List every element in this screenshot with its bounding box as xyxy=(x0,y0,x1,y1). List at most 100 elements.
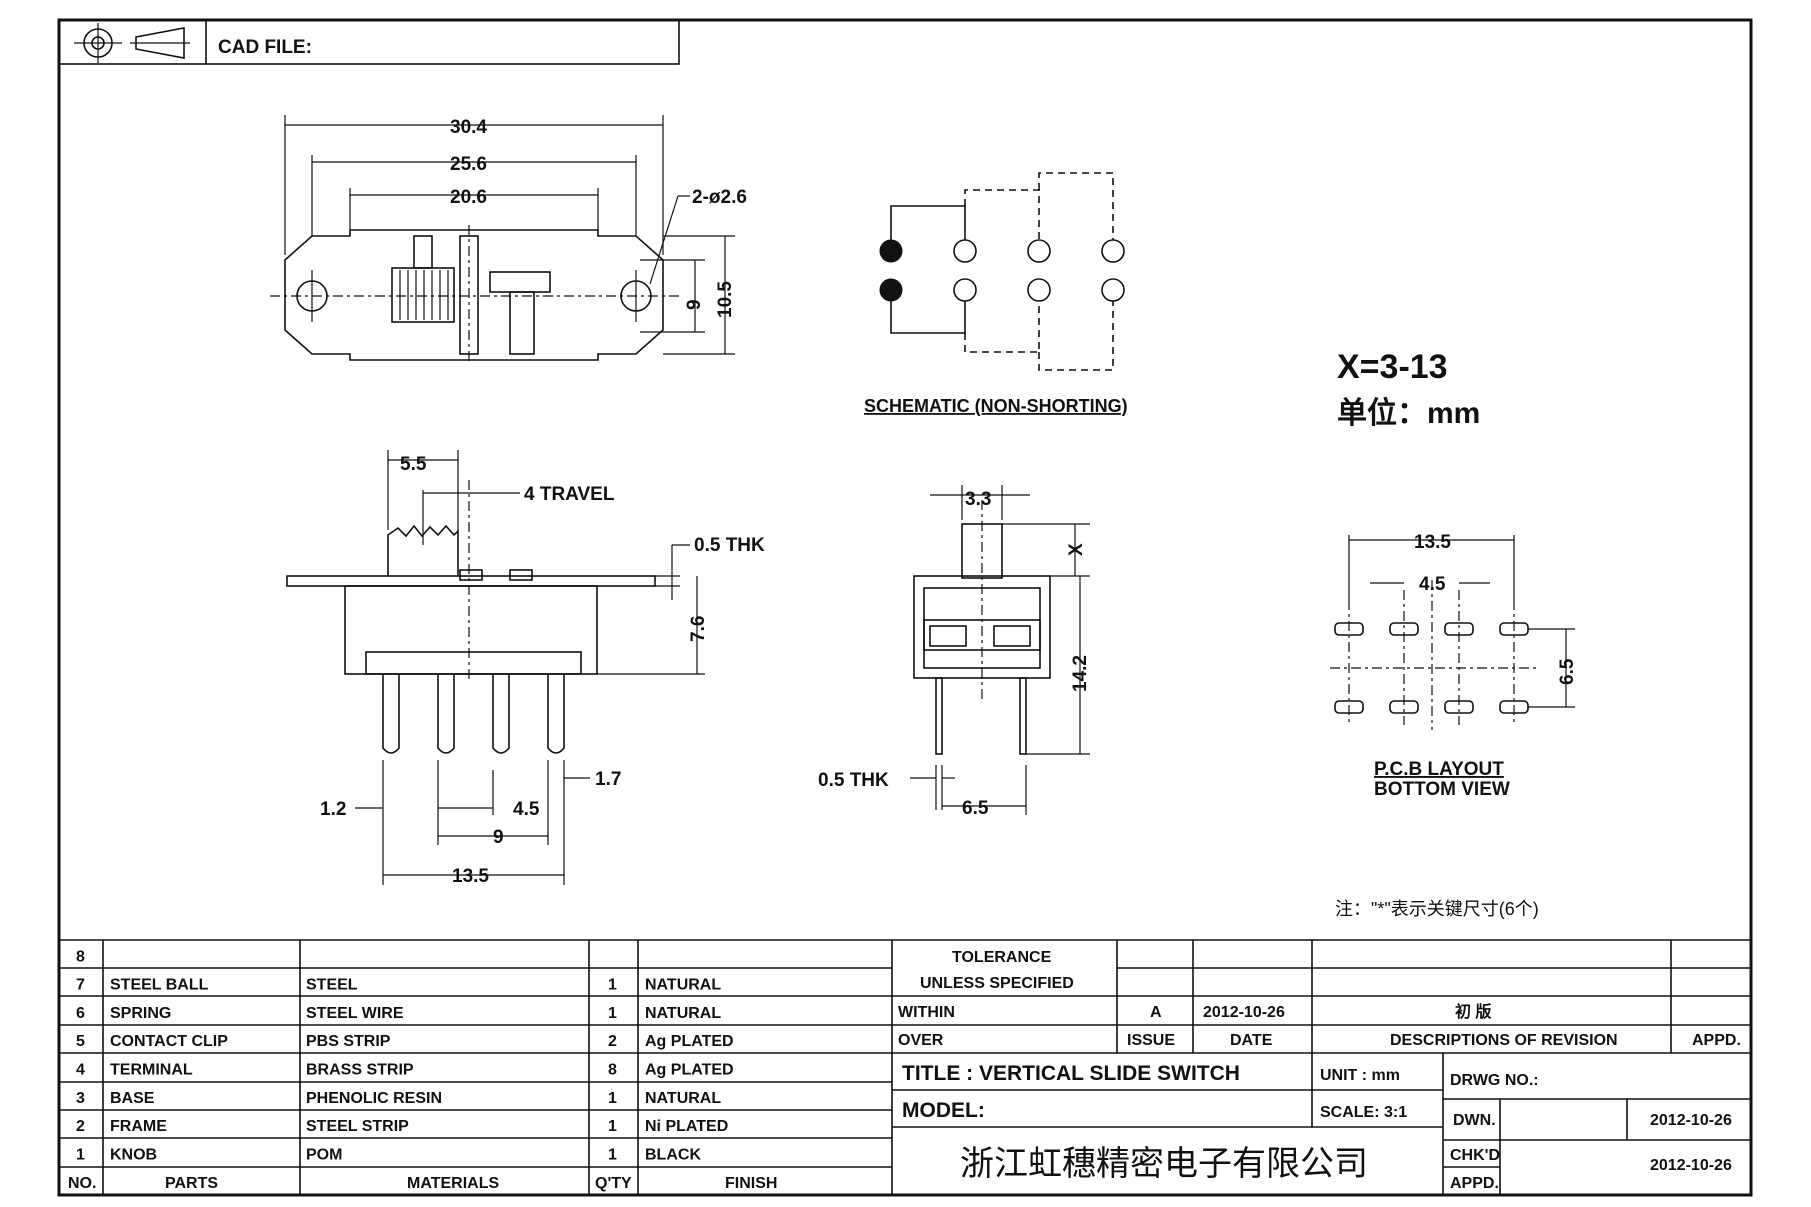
dim-20-6: 20.6 xyxy=(450,187,487,208)
row-material: PHENOLIC RESIN xyxy=(306,1090,442,1107)
within-label: WITHIN xyxy=(898,1004,955,1021)
pcb-caption-2: BOTTOM VIEW xyxy=(1374,779,1510,800)
cad-header: CAD FILE: xyxy=(58,19,680,65)
schematic: SCHEMATIC (NON-SHORTING) xyxy=(864,172,1128,416)
dim-9: 9 xyxy=(684,299,705,310)
cad-file-label: CAD FILE: xyxy=(218,37,312,58)
model-label: MODEL: xyxy=(902,1099,985,1122)
top-view-frame xyxy=(284,229,664,361)
row-finish: NATURAL xyxy=(645,977,721,994)
dim-7-6: 7.6 xyxy=(688,616,709,642)
revision-date: 2012-10-26 xyxy=(1203,1004,1285,1021)
row-part: CONTACT CLIP xyxy=(110,1033,228,1050)
row-no: 8 xyxy=(76,948,85,965)
pcb-layout: 13.5 4.5 6.5 P.C.B LAYOUT BOTTOM VIEW xyxy=(1330,532,1578,800)
row-finish: NATURAL xyxy=(645,1090,721,1107)
row-part: FRAME xyxy=(110,1118,167,1135)
dim-1-2: 1.2 xyxy=(320,799,346,820)
dim-3-3: 3.3 xyxy=(965,489,991,510)
revision-issue: A xyxy=(1150,1004,1162,1021)
dim-0-5-thk-front: 0.5 THK xyxy=(694,535,765,556)
company-name: 浙江虹穗精密电子有限公司 xyxy=(960,1145,1368,1183)
third-angle-projection-icon xyxy=(74,23,190,63)
side-view-dimensions xyxy=(910,485,1090,815)
row-no: 4 xyxy=(76,1062,85,1079)
dim-13-5-pcb: 13.5 xyxy=(1414,532,1451,553)
header-parts: PARTS xyxy=(165,1175,218,1192)
row-material: PBS STRIP xyxy=(306,1033,391,1050)
over-label: OVER xyxy=(898,1032,944,1049)
row-material: BRASS STRIP xyxy=(306,1062,414,1079)
front-body xyxy=(344,585,598,675)
dim-1-7: 1.7 xyxy=(595,769,621,790)
row-no: 6 xyxy=(76,1005,85,1022)
row-finish: NATURAL xyxy=(645,1005,721,1022)
front-knob xyxy=(387,524,459,576)
unit-note: 单位：mm xyxy=(1337,396,1480,430)
chk-appd-date: 2012-10-26 xyxy=(1650,1157,1732,1174)
common-terminal-1 xyxy=(879,239,903,263)
dim-4-travel: 4 TRAVEL xyxy=(524,484,615,505)
front-view-dimensions xyxy=(355,450,705,885)
row-finish: Ni PLATED xyxy=(645,1118,728,1135)
dim-x: X xyxy=(1066,543,1087,556)
top-view: 30.4 25.6 20.6 2-ø2.6 9 10.5 xyxy=(270,115,747,365)
unless-specified-label: UNLESS SPECIFIED xyxy=(920,975,1074,992)
tolerance-label: TOLERANCE xyxy=(952,949,1052,966)
row-material: STEEL xyxy=(306,977,358,994)
row-finish: Ag PLATED xyxy=(645,1062,734,1079)
side-pin-right xyxy=(1019,677,1027,755)
header-no: NO. xyxy=(68,1175,96,1192)
revision-description: 初 版 xyxy=(1455,1002,1491,1021)
dim-4-5: 4.5 xyxy=(513,799,540,820)
row-material: STEEL WIRE xyxy=(306,1005,404,1022)
drawing-title: TITLE : VERTICAL SLIDE SWITCH xyxy=(902,1062,1240,1085)
front-view: 5.5 4 TRAVEL 0.5 THK 7.6 1.2 4.5 1.7 9 1… xyxy=(286,450,765,887)
front-pins xyxy=(382,674,565,754)
key-dimension-note: 注："*"表示关键尺寸(6个) xyxy=(1335,899,1539,919)
row-qty: 1 xyxy=(608,1118,617,1135)
schematic-caption: SCHEMATIC (NON-SHORTING) xyxy=(864,396,1128,416)
row-qty: 1 xyxy=(608,1005,617,1022)
dim-4-5-pcb: 4.5 xyxy=(1419,574,1446,595)
table-row: 6 SPRING STEEL WIRE 1 NATURAL xyxy=(76,1005,721,1022)
row-finish: BLACK xyxy=(645,1146,701,1163)
cad-header-box xyxy=(58,19,680,65)
unit-label: UNIT : mm xyxy=(1320,1067,1400,1084)
side-view: 3.3 X 14.2 0.5 THK 6.5 xyxy=(818,485,1091,819)
row-qty: 8 xyxy=(608,1062,617,1079)
row-no: 2 xyxy=(76,1118,85,1135)
row-qty: 1 xyxy=(608,1146,617,1163)
dim-hole-dia: 2-ø2.6 xyxy=(692,187,747,208)
dim-13-5-pins: 13.5 xyxy=(452,866,489,887)
dim-6-5-side: 6.5 xyxy=(962,798,989,819)
dim-30-4: 30.4 xyxy=(450,117,487,138)
header-finish: FINISH xyxy=(725,1175,777,1192)
dim-25-6: 25.6 xyxy=(450,154,487,175)
common-terminal-2 xyxy=(879,278,903,302)
row-no: 1 xyxy=(76,1146,85,1163)
side-pin-left xyxy=(935,677,943,755)
row-material: POM xyxy=(306,1146,342,1163)
row-qty: 2 xyxy=(608,1033,617,1050)
dim-10-5: 10.5 xyxy=(715,281,736,318)
dim-0-5-thk-side: 0.5 THK xyxy=(818,770,889,791)
chkd-label: CHK'D xyxy=(1450,1147,1500,1164)
top-view-knob xyxy=(391,267,455,323)
descriptions-label: DESCRIPTIONS OF REVISION xyxy=(1390,1032,1618,1049)
header-qty: Q'TY xyxy=(595,1175,632,1192)
row-part: TERMINAL xyxy=(110,1062,193,1079)
header-materials: MATERIALS xyxy=(407,1175,499,1192)
dim-14-2: 14.2 xyxy=(1070,655,1091,692)
issue-label: ISSUE xyxy=(1127,1032,1175,1049)
pcb-caption-1: P.C.B LAYOUT xyxy=(1374,759,1504,780)
row-part: SPRING xyxy=(110,1005,171,1022)
drwg-no-label: DRWG NO.: xyxy=(1450,1072,1539,1089)
table-row: 4 TERMINAL BRASS STRIP 8 Ag PLATED xyxy=(76,1062,734,1079)
